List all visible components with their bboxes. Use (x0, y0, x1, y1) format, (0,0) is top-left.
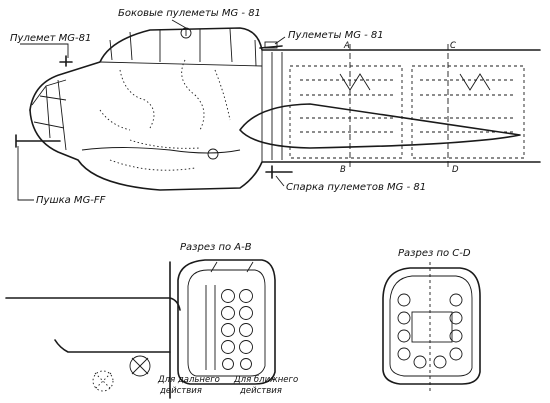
section-ab-drawing (177, 259, 276, 385)
leader-lines (17, 19, 286, 201)
section-cd-title: Разрез по С-D (398, 248, 471, 259)
section-mark-d: D (452, 165, 459, 175)
label-mg81-nose: Пулемет MG-81 (10, 33, 91, 44)
section-ab-title: Разрез по А-В (180, 242, 252, 253)
section-mark-c: C (450, 41, 456, 51)
ammo-symbol-long-range (92, 370, 114, 392)
label-mgff-cannon: Пушка MG-FF (36, 195, 106, 206)
label-twin-mgs: Спарка пулеметов MG - 81 (286, 182, 426, 193)
label-mgs-top-right: Пулеметы MG - 81 (288, 30, 384, 41)
section-mark-a: A (343, 41, 350, 51)
label-side-mgs: Боковые пулеметы MG - 81 (118, 8, 261, 19)
label-long-range: Для дальнего (157, 375, 220, 385)
section-mark-b: B (340, 165, 346, 175)
label-long-range-2: действия (159, 386, 202, 396)
ammo-symbol-short-range (129, 355, 151, 377)
label-short-range-2: действия (239, 386, 282, 396)
section-cd-drawing (382, 262, 481, 392)
wing-fragment (5, 261, 181, 399)
fuselage-side-view (15, 27, 541, 191)
label-short-range: Для ближнего (233, 375, 298, 385)
